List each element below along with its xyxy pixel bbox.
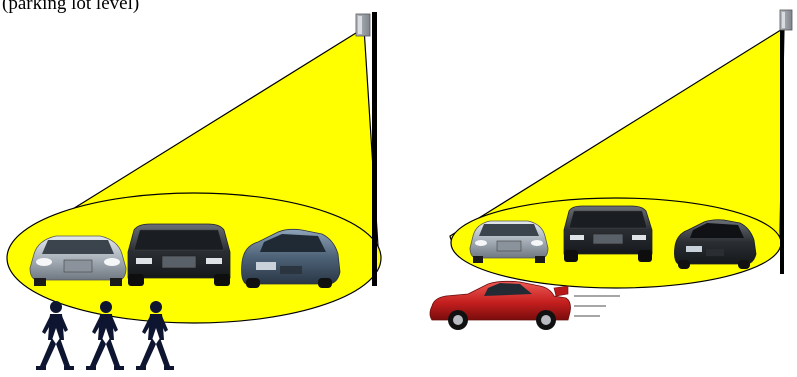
walking-person-icon [36, 301, 74, 370]
parked-car-icon [128, 224, 230, 286]
light-fixture-icon [780, 10, 792, 30]
left-scene [7, 12, 381, 370]
motion-lines [574, 296, 620, 316]
parked-car-icon [30, 236, 126, 286]
pole-icon [780, 12, 784, 274]
light-fixture-icon [356, 14, 370, 36]
right-scene [430, 10, 792, 330]
pole-icon [372, 12, 377, 286]
moving-red-car-icon [430, 281, 571, 330]
parked-car-icon [470, 221, 548, 263]
parked-car-icon [564, 206, 652, 262]
